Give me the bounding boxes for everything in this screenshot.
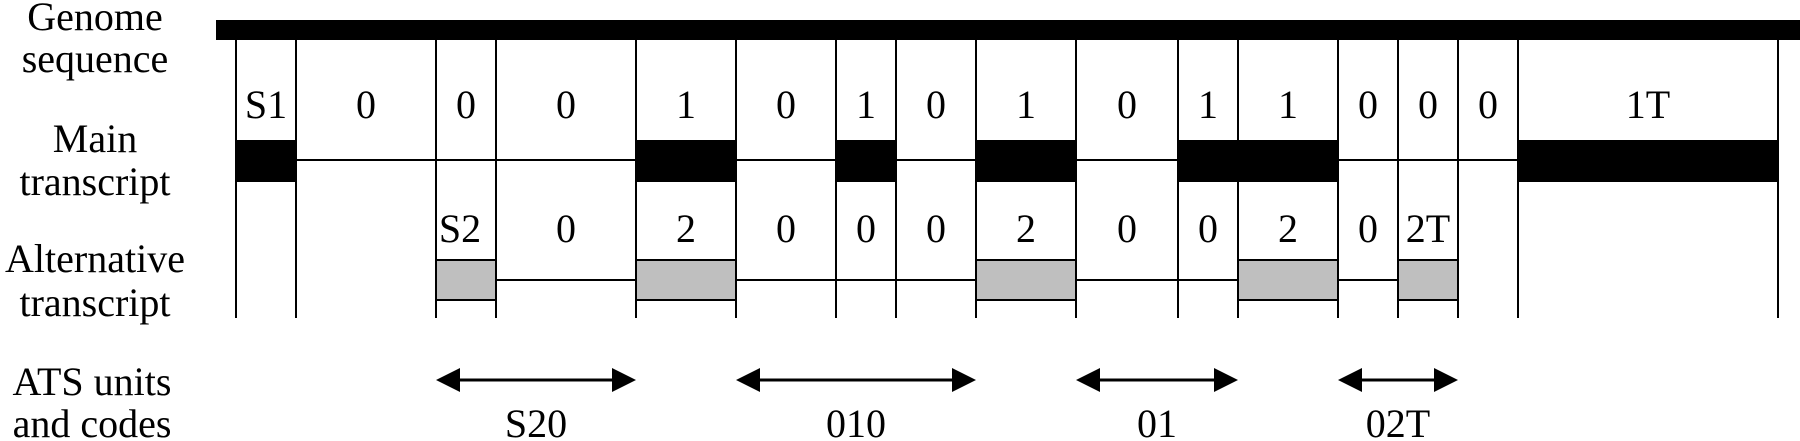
alt-exon bbox=[1397, 259, 1459, 301]
main-exon bbox=[636, 140, 736, 182]
main-exon bbox=[976, 140, 1076, 182]
main-exon bbox=[1178, 140, 1338, 182]
main-transcript-row bbox=[236, 140, 1778, 182]
genome-label-line2: sequence bbox=[22, 36, 169, 81]
alt-segment-code: 0 bbox=[1117, 206, 1137, 251]
arrow-left-icon bbox=[1338, 368, 1362, 392]
ats-unit: 02T bbox=[1338, 368, 1458, 441]
alt-transcript-label-line2: transcript bbox=[19, 280, 170, 325]
main-segment-code: 1 bbox=[676, 82, 696, 127]
genome-label-line1: Genome bbox=[27, 0, 163, 39]
ats-unit: 010 bbox=[736, 368, 976, 441]
main-segment-code: 0 bbox=[456, 82, 476, 127]
main-exon bbox=[236, 140, 296, 182]
arrow-right-icon bbox=[1214, 368, 1238, 392]
ats-code: S20 bbox=[505, 401, 567, 441]
alt-segment-code: 0 bbox=[1198, 206, 1218, 251]
alt-segment-code: 0 bbox=[776, 206, 796, 251]
arrow-left-icon bbox=[436, 368, 460, 392]
main-segment-code: 1T bbox=[1626, 82, 1670, 127]
main-segment-code: S1 bbox=[245, 82, 287, 127]
arrow-right-icon bbox=[952, 368, 976, 392]
alt-exon bbox=[435, 259, 497, 301]
main-segment-code: 1 bbox=[1198, 82, 1218, 127]
alt-segment-code: 0 bbox=[556, 206, 576, 251]
genome-sequence-bar bbox=[216, 20, 1800, 40]
ats-label-line1: ATS units bbox=[13, 359, 172, 404]
arrow-left-icon bbox=[1076, 368, 1100, 392]
ats-code: 01 bbox=[1137, 401, 1177, 441]
ats-code: 02T bbox=[1366, 401, 1430, 441]
alt-segment-code: 2 bbox=[1278, 206, 1298, 251]
main-segment-code: 0 bbox=[1418, 82, 1438, 127]
alt-exon bbox=[975, 259, 1077, 301]
main-segment-code: 0 bbox=[926, 82, 946, 127]
arrow-left-icon bbox=[736, 368, 760, 392]
ats-code: 010 bbox=[826, 401, 886, 441]
main-segment-code: 0 bbox=[356, 82, 376, 127]
alt-segment-code: 2 bbox=[676, 206, 696, 251]
main-transcript-label-line2: transcript bbox=[19, 159, 170, 204]
ats-units-row: S20 010 01 02T bbox=[436, 368, 1458, 441]
alt-exon bbox=[635, 259, 737, 301]
main-segment-code: 0 bbox=[1117, 82, 1137, 127]
main-segment-code: 1 bbox=[1278, 82, 1298, 127]
main-transcript-label-line1: Main bbox=[53, 116, 137, 161]
ats-unit: S20 bbox=[436, 368, 636, 441]
alt-transcript-label-line1: Alternative bbox=[5, 236, 185, 281]
alt-segment-code: 0 bbox=[1358, 206, 1378, 251]
arrow-right-icon bbox=[612, 368, 636, 392]
alt-segment-code: S2 bbox=[439, 206, 481, 251]
main-segment-code: 1 bbox=[856, 82, 876, 127]
alt-segment-code: 2 bbox=[1016, 206, 1036, 251]
alt-segment-code: 0 bbox=[856, 206, 876, 251]
ats-label-line2: and codes bbox=[13, 401, 172, 441]
main-segment-code: 1 bbox=[1016, 82, 1036, 127]
alt-segment-code: 0 bbox=[926, 206, 946, 251]
main-exon bbox=[1518, 140, 1778, 182]
main-exon bbox=[836, 140, 896, 182]
main-segment-code: 0 bbox=[556, 82, 576, 127]
alt-segment-code: 2T bbox=[1406, 206, 1450, 251]
alternative-transcript-row bbox=[435, 259, 1459, 301]
arrow-right-icon bbox=[1434, 368, 1458, 392]
alt-exon bbox=[1237, 259, 1339, 301]
ats-unit: 01 bbox=[1076, 368, 1238, 441]
row-labels: Genome sequence Main transcript Alternat… bbox=[5, 0, 185, 441]
main-segment-code: 0 bbox=[1478, 82, 1498, 127]
main-segment-code: 0 bbox=[776, 82, 796, 127]
main-segment-code: 0 bbox=[1358, 82, 1378, 127]
